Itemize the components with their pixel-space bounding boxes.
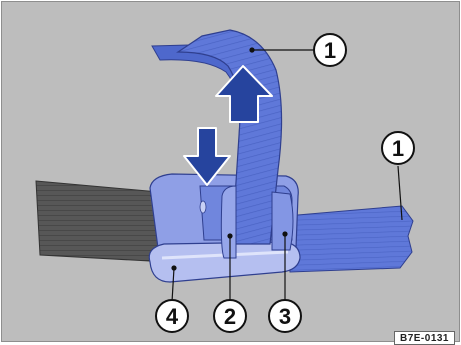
callout-1-right-label: 1: [392, 136, 404, 161]
callout-4: 4: [156, 300, 188, 332]
callout-3: 3: [269, 300, 301, 332]
callout-2-label: 2: [224, 304, 236, 329]
figure-reference-code: B7E-0131: [394, 331, 455, 345]
roller: [272, 192, 293, 250]
callout-3-label: 3: [279, 304, 291, 329]
callout-2: 2: [214, 300, 246, 332]
callout-1-right: 1: [382, 132, 414, 164]
callout-1-top: 1: [314, 34, 346, 66]
callout-4-label: 4: [166, 304, 179, 329]
right-strap: [286, 206, 413, 272]
clamp-bar: [221, 186, 236, 258]
callout-1-top-label: 1: [324, 38, 336, 63]
